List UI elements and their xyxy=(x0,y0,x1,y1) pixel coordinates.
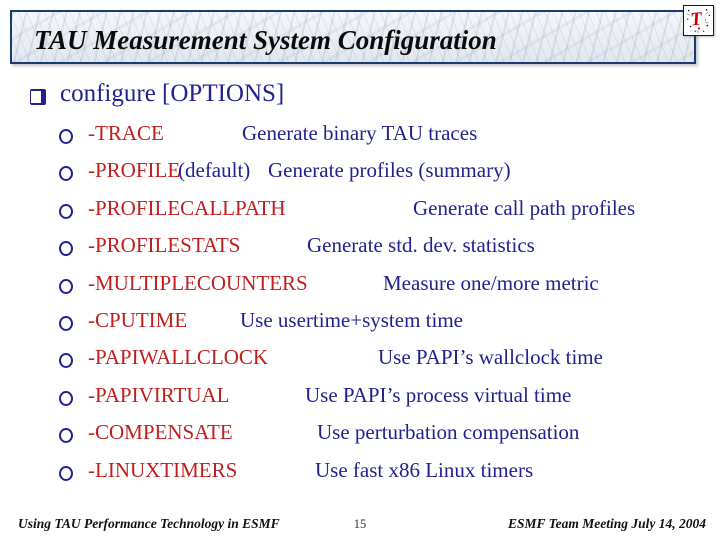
option-flag: -PROFILECALLPATH xyxy=(88,195,286,220)
footer-page-number: 15 xyxy=(353,517,367,531)
option-flag: -PROFILE xyxy=(88,158,181,183)
circle-bullet-icon xyxy=(59,353,73,369)
option-default-note: (default) xyxy=(178,158,251,183)
circle-bullet-icon xyxy=(59,241,73,257)
option-description: Generate profiles (summary) xyxy=(268,158,511,183)
option-flag: -CPUTIME xyxy=(88,307,188,332)
option-description: Use PAPI’s process virtual time xyxy=(305,382,572,407)
circle-bullet-icon xyxy=(59,203,73,219)
footer-meeting-info: ESMF Team Meeting July 14, 2004 xyxy=(507,516,706,531)
option-flag: -LINUXTIMERS xyxy=(88,457,238,482)
option-description: Use perturbation compensation xyxy=(317,420,580,445)
tau-logo-svg: T xyxy=(686,8,710,34)
option-description: Use PAPI’s wallclock time xyxy=(378,345,603,370)
circle-bullet-icon xyxy=(59,278,73,294)
option-description: Generate call path profiles xyxy=(413,195,636,220)
circle-bullet-icon xyxy=(59,428,73,444)
option-flag: -TRACE xyxy=(88,121,164,145)
option-description: Use fast x86 Linux timers xyxy=(315,457,534,482)
option-flag: -PROFILESTATS xyxy=(88,233,241,258)
option-item-compensate: -COMPENSATE Use perturbation compensatio… xyxy=(54,417,714,454)
option-item-multiplecounters: -MULTIPLECOUNTERS Measure one/more metri… xyxy=(54,268,714,305)
circle-bullet-icon xyxy=(59,390,73,406)
circle-bullet-icon xyxy=(59,465,73,481)
option-flag: -PAPIWALLCLOCK xyxy=(88,345,269,370)
tau-logo-glyph: T xyxy=(689,8,704,30)
option-item-trace: -TRACE Generate binary TAU traces xyxy=(54,118,714,155)
option-item-cputime: -CPUTIME Use usertime+system time xyxy=(54,305,714,342)
option-item-profilecallpath: -PROFILECALLPATH Generate call path prof… xyxy=(54,193,714,230)
option-flag: -COMPENSATE xyxy=(88,420,233,445)
option-flag: -MULTIPLECOUNTERS xyxy=(88,270,308,295)
title-bar: TAU Measurement System Configuration xyxy=(10,10,696,64)
option-item-profile: -PROFILE (default) Generate profiles (su… xyxy=(54,155,714,192)
option-flag: -PAPIVIRTUAL xyxy=(88,382,230,407)
circle-bullet-icon xyxy=(59,315,73,331)
footer-presentation-title: Using TAU Performance Technology in ESMF xyxy=(18,516,280,531)
option-item-papivirtual: -PAPIVIRTUAL Use PAPI’s process virtual … xyxy=(54,380,714,417)
option-item-profilestats: -PROFILESTATS Generate std. dev. statist… xyxy=(54,230,714,267)
circle-bullet-icon xyxy=(59,166,73,182)
option-description: Generate binary TAU traces xyxy=(242,121,478,145)
slide-title: TAU Measurement System Configuration xyxy=(34,25,497,55)
option-description: Measure one/more metric xyxy=(383,270,599,295)
square-bullet-icon xyxy=(30,89,46,105)
option-item-papiwallclock: -PAPIWALLCLOCK Use PAPI’s wallclock time xyxy=(54,342,714,379)
heading-text: configure [OPTIONS] xyxy=(60,80,285,107)
options-list: -TRACE Generate binary TAU traces -PROFI… xyxy=(54,118,714,492)
option-description: Generate std. dev. statistics xyxy=(307,233,535,258)
option-description: Use usertime+system time xyxy=(240,307,463,332)
tau-logo-icon: T xyxy=(683,5,714,36)
circle-bullet-icon xyxy=(59,129,73,144)
option-item-linuxtimers: -LINUXTIMERS Use fast x86 Linux timers xyxy=(54,455,714,492)
